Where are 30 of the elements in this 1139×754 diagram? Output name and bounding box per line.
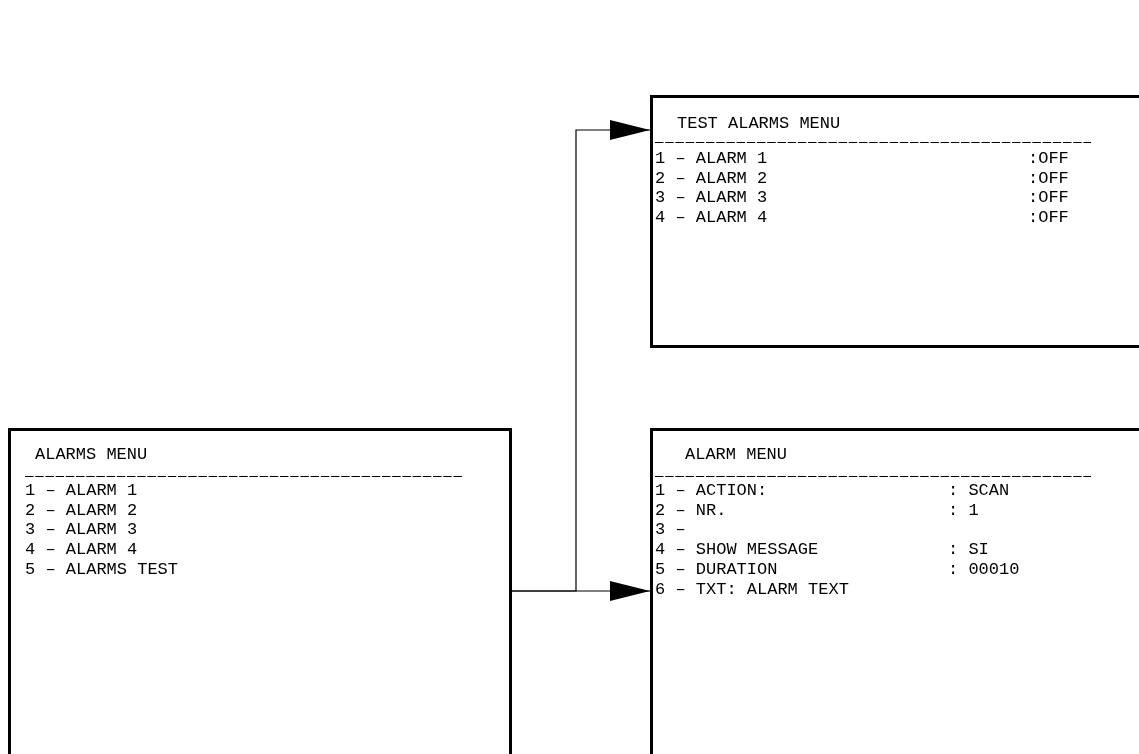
menu-title: TEST ALARMS MENU: [677, 114, 841, 134]
menu-screen-box: [8, 428, 512, 754]
menu-screen-box: [650, 428, 1139, 754]
menu-option: 6 – TXT: ALARM TEXT: [655, 579, 849, 600]
option-value: :OFF: [1028, 188, 1069, 209]
menu-option: 2 – ALARM 2: [655, 168, 768, 189]
option-value: : 00010: [948, 559, 1020, 580]
menu-option: 2 – NR.: [655, 500, 727, 521]
menu-title: ALARM MENU: [685, 445, 788, 465]
menu-option: 3 – ALARM 3: [25, 520, 138, 541]
menu-option: 3 – ALARM 3: [655, 188, 768, 209]
option-value: :OFF: [1028, 149, 1069, 169]
menu-option: 1 – ACTION:: [655, 481, 768, 501]
menu-screen-box: [650, 95, 1139, 348]
menu-option: 2 – ALARM 2: [25, 500, 138, 521]
menu-option: 1 – ALARM 1: [655, 149, 768, 169]
menu-option: 4 – ALARM 4: [655, 208, 768, 229]
menu-title: ALARMS MENU: [35, 445, 148, 465]
menu-option: 4 – SHOW MESSAGE: [655, 540, 819, 561]
menu-option: 5 – DURATION: [655, 559, 778, 580]
option-value: : 1: [948, 500, 979, 521]
menu-option: 1 – ALARM 1: [25, 481, 138, 501]
arrow: [511, 581, 651, 601]
option-value: : SI: [948, 540, 989, 561]
option-value: : SCAN: [948, 481, 1010, 501]
option-value: :OFF: [1028, 208, 1069, 229]
menu-option: 5 – ALARMS TEST: [25, 559, 179, 580]
menu-option: 3 –: [655, 520, 686, 541]
menu-option: 4 – ALARM 4: [25, 540, 138, 561]
option-value: :OFF: [1028, 168, 1069, 189]
